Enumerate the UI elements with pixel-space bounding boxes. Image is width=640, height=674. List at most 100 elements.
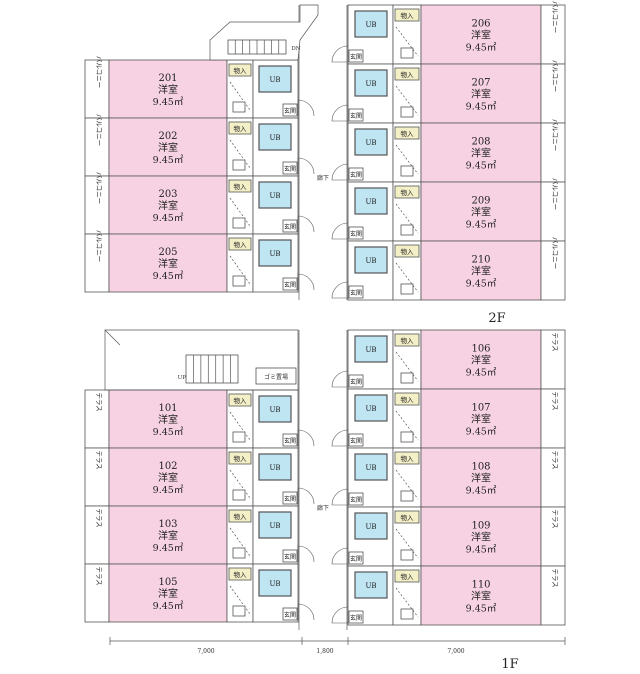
entrance-label-L1-3: 玄関 <box>284 611 296 619</box>
side-strip-R0-0 <box>540 4 566 65</box>
sink-R1-4 <box>400 608 414 620</box>
bath-label-R1-0: UB <box>365 346 376 354</box>
side-label-L1-2: テラス <box>95 508 103 527</box>
entrance-L1-3 <box>282 607 298 621</box>
sink-R1-1 <box>400 431 414 443</box>
room-area-L0-0: 9.45㎡ <box>153 97 184 108</box>
room-type-L0-2: 洋室 <box>158 199 178 212</box>
storage-label-R0-3: 物入 <box>401 188 415 197</box>
unit-bath-L0-1 <box>258 123 292 151</box>
entrance-label-L0-3: 玄関 <box>284 281 296 289</box>
bath-label-R0-0: UB <box>365 21 376 29</box>
bath-label-L0-1: UB <box>269 134 280 142</box>
sink-R1-0 <box>400 372 414 384</box>
room-R1-3 <box>420 506 542 567</box>
storage-L0-3 <box>228 237 252 251</box>
room-area-R1-2: 9.45㎡ <box>466 486 497 497</box>
room-type-R0-1: 洋室 <box>471 88 491 101</box>
side-label-R1-4: テラス <box>551 568 559 587</box>
side-strip-R1-0 <box>540 329 566 390</box>
room-number-L1-2: 103 <box>158 519 177 530</box>
room-L1-3 <box>108 563 228 623</box>
room-L1-2 <box>108 505 228 565</box>
side-label-L0-0: バルコニー <box>95 56 103 88</box>
side-label-L1-1: テラス <box>95 450 103 469</box>
door-L1-2 <box>297 545 315 563</box>
sink-R0-3 <box>400 224 414 236</box>
room-area-L1-2: 9.45㎡ <box>153 543 184 554</box>
side-strip-R0-4 <box>540 240 566 301</box>
room-area-R1-4: 9.45㎡ <box>466 604 497 615</box>
room-number-R0-0: 206 <box>471 19 490 30</box>
bath-label-R0-4: UB <box>365 257 376 265</box>
bath-label-L1-3: UB <box>269 580 280 588</box>
room-type-L0-0: 洋室 <box>158 83 178 96</box>
room-number-R0-1: 207 <box>471 78 490 89</box>
door-R0-4 <box>331 281 349 299</box>
stairs-1f <box>185 354 239 384</box>
storage-R0-1 <box>394 67 420 81</box>
entrance-R0-2 <box>348 167 364 181</box>
storage-L1-0 <box>228 393 252 407</box>
storage-R1-4 <box>394 569 420 583</box>
sink-R0-0 <box>400 47 414 59</box>
storage-R1-3 <box>394 510 420 524</box>
storage-R1-1 <box>394 392 420 406</box>
stair-label-1f: UP <box>178 375 187 381</box>
storage-label-R1-4: 物入 <box>401 572 415 581</box>
bath-label-L1-1: UB <box>269 464 280 472</box>
dimension-label-2: 7,000 <box>447 648 464 655</box>
entrance-R1-1 <box>348 433 364 447</box>
room-number-R1-1: 107 <box>471 403 490 414</box>
bath-label-L0-3: UB <box>269 250 280 258</box>
room-type-L1-2: 洋室 <box>158 529 178 542</box>
entrance-L0-2 <box>282 219 298 233</box>
room-number-L0-0: 201 <box>158 73 177 84</box>
side-label-R1-2: テラス <box>551 450 559 469</box>
room-area-R1-1: 9.45㎡ <box>466 427 497 438</box>
room-number-R1-4: 110 <box>471 580 490 591</box>
door-R0-2 <box>331 163 349 181</box>
room-type-R1-2: 洋室 <box>471 472 491 485</box>
door-L1-3 <box>297 603 315 621</box>
storage-R1-2 <box>394 451 420 465</box>
unit-bath-L1-3 <box>258 569 292 597</box>
storage-label-L1-3: 物入 <box>234 570 248 579</box>
storage-label-L1-1: 物入 <box>234 454 248 463</box>
entrance-label-R1-4: 玄関 <box>350 614 362 622</box>
sink-line-L1-3 <box>229 585 251 615</box>
room-L0-1 <box>108 117 228 177</box>
room-area-R1-0: 9.45㎡ <box>466 368 497 379</box>
room-R0-0 <box>420 4 542 65</box>
storage-L0-1 <box>228 121 252 135</box>
side-label-R1-3: テラス <box>551 509 559 528</box>
unit-bath-R0-3 <box>354 187 388 215</box>
entrance-label-R0-4: 玄関 <box>350 289 362 297</box>
room-area-R0-4: 9.45㎡ <box>466 279 497 290</box>
room-R1-4 <box>420 565 542 626</box>
room-area-R0-3: 9.45㎡ <box>466 220 497 231</box>
stair-area-1f <box>104 329 299 391</box>
door-R0-0 <box>331 45 349 63</box>
room-type-L1-3: 洋室 <box>158 587 178 600</box>
storage-R0-3 <box>394 185 420 199</box>
door-R1-3 <box>331 547 349 565</box>
door-L0-1 <box>297 157 315 175</box>
side-label-R0-2: バルコニー <box>551 119 559 151</box>
room-type-R0-3: 洋室 <box>471 206 491 219</box>
room-type-R0-0: 洋室 <box>471 29 491 42</box>
unit-bath-R1-1 <box>354 394 388 422</box>
unit-bath-L0-2 <box>258 181 292 209</box>
bath-label-L0-2: UB <box>269 192 280 200</box>
side-strip-L0-3 <box>84 233 110 293</box>
door-L0-2 <box>297 215 315 233</box>
sink-L1-1 <box>232 489 246 501</box>
door-R0-3 <box>331 222 349 240</box>
storage-label-L0-1: 物入 <box>234 124 248 133</box>
entrance-R1-2 <box>348 492 364 506</box>
room-L0-0 <box>108 59 228 119</box>
room-area-L0-2: 9.45㎡ <box>153 213 184 224</box>
side-label-L0-1: バルコニー <box>95 114 103 146</box>
bath-label-R1-3: UB <box>365 523 376 531</box>
